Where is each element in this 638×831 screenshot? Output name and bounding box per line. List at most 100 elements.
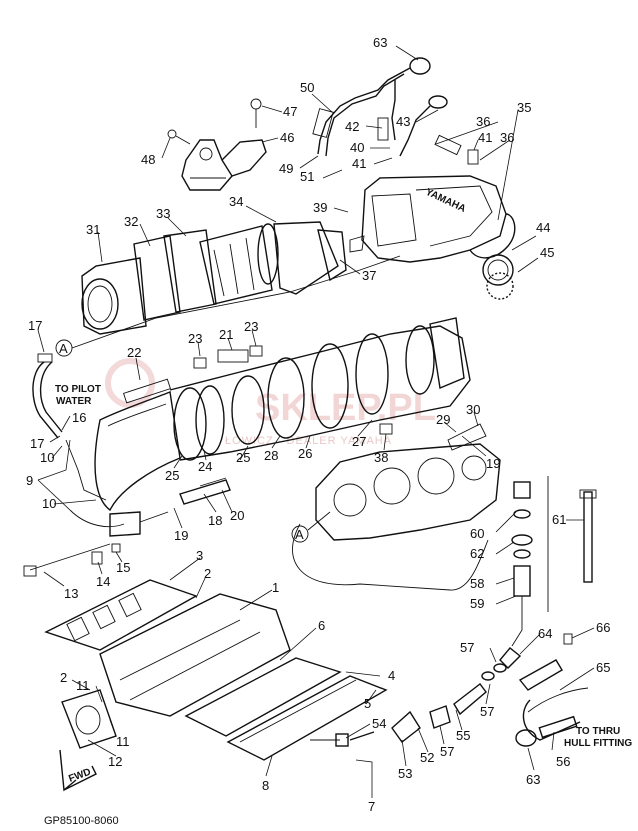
callout-10-top: 10	[40, 450, 54, 465]
callout-35: 35	[517, 100, 531, 115]
drawing-code: GP85100-8060	[44, 815, 119, 827]
callout-30: 30	[466, 402, 480, 417]
callout-61: 61	[552, 512, 566, 527]
callout-36-right: 36	[500, 130, 514, 145]
middle-fittings	[23, 345, 487, 577]
callout-24: 24	[198, 459, 212, 474]
callout-10-lower: 10	[42, 496, 56, 511]
callout-leaders	[37, 45, 595, 798]
callout-41-lower: 41	[352, 156, 366, 171]
callout-26: 26	[298, 446, 312, 461]
callout-20: 20	[230, 508, 244, 523]
callout-3: 3	[196, 548, 203, 563]
callout-40: 40	[350, 140, 364, 155]
callout-57-top: 57	[460, 640, 474, 655]
callout-23-left: 23	[188, 331, 202, 346]
callout-29: 29	[436, 412, 450, 427]
callout-31: 31	[86, 222, 100, 237]
brand-label: YAMAHA	[424, 187, 468, 215]
callout-14: 14	[96, 574, 110, 589]
exhaust-pipe	[94, 317, 471, 512]
callout-48: 48	[141, 152, 155, 167]
callout-4: 4	[388, 668, 395, 683]
callout-8: 8	[262, 778, 269, 793]
callout-37: 37	[362, 268, 376, 283]
callout-11-lower: 11	[116, 734, 130, 749]
muffler-assembly	[81, 221, 347, 335]
callout-58: 58	[470, 576, 484, 591]
callout-32: 32	[124, 214, 138, 229]
callout-57-right: 57	[480, 704, 494, 719]
callout-43: 43	[396, 114, 410, 129]
callout-57-left: 57	[440, 744, 454, 759]
callout-63-bottom: 63	[526, 772, 540, 787]
callout-53: 53	[398, 766, 412, 781]
callout-17-lower: 17	[30, 436, 44, 451]
callout-25-left: 25	[165, 468, 179, 483]
callout-51: 51	[300, 169, 314, 184]
callout-47: 47	[283, 104, 297, 119]
note-to-pilot-line1: TO PILOT	[55, 384, 101, 395]
callout-39: 39	[313, 200, 327, 215]
callout-49: 49	[279, 161, 293, 176]
callout-19-left: 19	[174, 528, 188, 543]
reference-a-bottom: A	[295, 527, 304, 542]
right-fittings	[511, 476, 597, 647]
pilot-water-hose	[32, 353, 125, 528]
callout-56: 56	[556, 754, 570, 769]
callout-33: 33	[156, 206, 170, 221]
callout-46: 46	[280, 130, 294, 145]
callout-44: 44	[536, 220, 550, 235]
reference-a-top: A	[59, 341, 68, 356]
callout-42: 42	[345, 119, 359, 134]
callout-62: 62	[470, 546, 484, 561]
callout-1: 1	[272, 580, 279, 595]
callout-34: 34	[229, 194, 243, 209]
callout-12: 12	[108, 754, 122, 769]
note-to-pilot-line2: WATER	[56, 396, 92, 407]
mounting-bracket	[167, 98, 267, 191]
notes: TO PILOT WATER TO THRU HULL FITTING GP85…	[44, 384, 632, 827]
callout-19-right: 19	[486, 456, 500, 471]
callout-50: 50	[300, 80, 314, 95]
callout-2-top: 2	[204, 566, 211, 581]
callout-25-right: 25	[236, 450, 250, 465]
callout-55: 55	[456, 728, 470, 743]
callout-numbers: 63 50 47 46 48 49 51 42 43 36 35 41 36 4…	[26, 35, 610, 814]
reference-markers: A A	[55, 255, 401, 543]
callout-6: 6	[318, 618, 325, 633]
callout-5: 5	[364, 696, 371, 711]
callout-9: 9	[26, 473, 33, 488]
callout-60: 60	[470, 526, 484, 541]
callout-17-top: 17	[28, 318, 42, 333]
callout-28: 28	[264, 448, 278, 463]
callout-64: 64	[538, 626, 552, 641]
callout-23-right: 23	[244, 319, 258, 334]
callout-54: 54	[372, 716, 386, 731]
callout-13: 13	[64, 586, 78, 601]
callout-16: 16	[72, 410, 86, 425]
note-thru-hull-line2: HULL FITTING	[564, 738, 632, 749]
callout-59: 59	[470, 596, 484, 611]
callout-27: 27	[352, 434, 366, 449]
callout-52: 52	[420, 750, 434, 765]
callout-63: 63	[373, 35, 387, 50]
lower-manifold-plates: FWD	[44, 579, 388, 792]
note-thru-hull-line1: TO THRU	[576, 726, 620, 737]
callout-38: 38	[374, 450, 388, 465]
callout-18: 18	[208, 513, 222, 528]
callout-65: 65	[596, 660, 610, 675]
callout-15: 15	[116, 560, 130, 575]
callout-45: 45	[540, 245, 554, 260]
callout-7: 7	[368, 799, 375, 814]
callout-11-top: 11	[76, 678, 90, 693]
callout-2-lower: 2	[60, 670, 67, 685]
exhaust-manifold	[292, 443, 501, 591]
callout-41: 41	[478, 130, 492, 145]
callout-36-top: 36	[476, 114, 490, 129]
bottom-hose-assembly	[310, 633, 589, 747]
top-hose-assembly	[312, 57, 479, 165]
callout-21: 21	[219, 327, 233, 342]
callout-66: 66	[596, 620, 610, 635]
